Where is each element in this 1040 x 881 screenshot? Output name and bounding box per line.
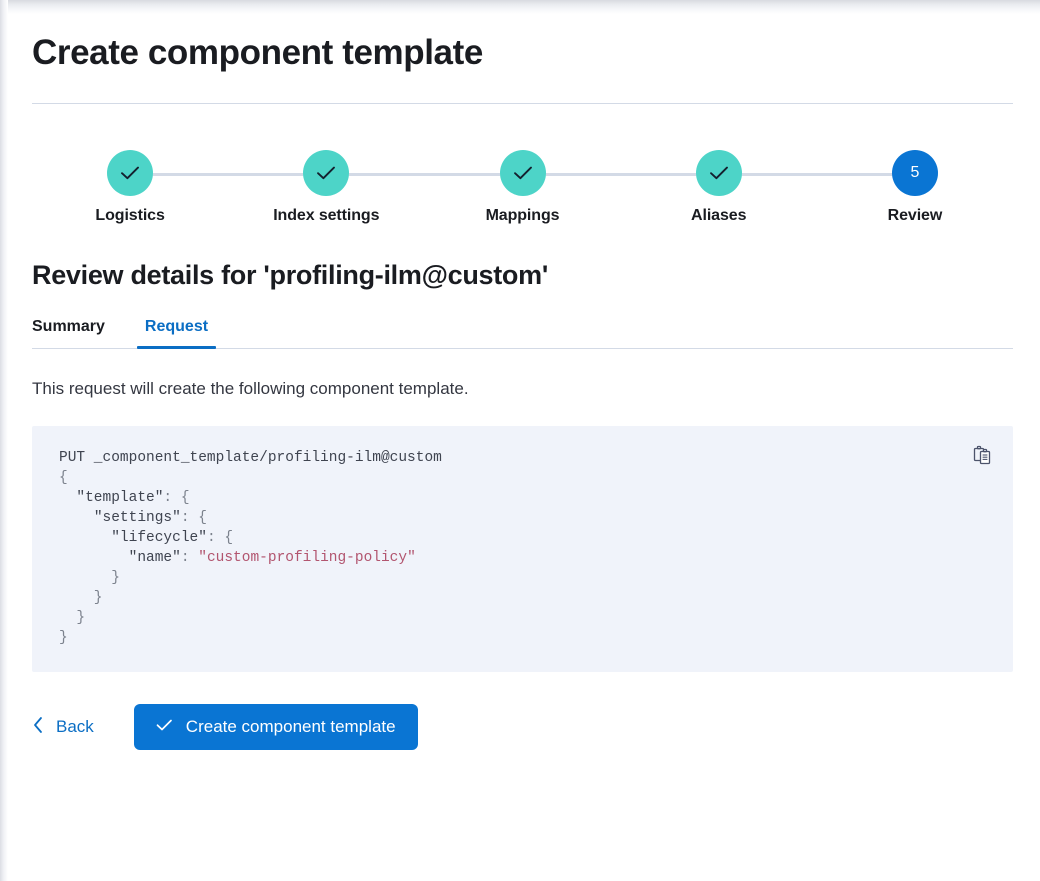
check-icon — [119, 164, 141, 182]
stepper-step-label: Index settings — [273, 207, 380, 224]
stepper-step-label: Review — [887, 207, 943, 224]
tab-request[interactable]: Request — [136, 318, 217, 349]
check-icon — [156, 717, 173, 737]
stepper-step-label: Aliases — [691, 207, 747, 224]
copy-clipboard-icon[interactable] — [967, 439, 999, 471]
stepper-step-label: Logistics — [95, 207, 165, 224]
stepper-step-mappings[interactable]: Mappings — [424, 150, 621, 225]
back-button[interactable]: Back — [32, 708, 94, 747]
stepper-step-label: Mappings — [485, 207, 560, 224]
stepper-connector — [228, 173, 304, 176]
stepper-connector — [816, 173, 892, 176]
request-code-block: PUT _component_template/profiling-ilm@cu… — [32, 426, 1013, 672]
stepper-circle-complete — [499, 150, 546, 196]
stepper-step-index-settings[interactable]: Index settings — [228, 150, 425, 225]
check-icon — [315, 164, 337, 182]
create-component-template-button[interactable]: Create component template — [133, 704, 418, 750]
stepper-connector — [424, 173, 500, 176]
review-heading: Review details for 'profiling-ilm@custom… — [32, 260, 548, 290]
copy-clipboard-icon-glyph — [973, 445, 990, 464]
request-code-text: PUT _component_template/profiling-ilm@cu… — [59, 450, 442, 646]
stepper-connector — [153, 173, 229, 176]
stepper-step-logistics[interactable]: Logistics — [32, 150, 229, 225]
stepper-step-number: 5 — [910, 164, 920, 181]
page-title: Create component template — [32, 33, 483, 72]
request-description: This request will create the following c… — [32, 379, 469, 398]
stepper-circle-complete — [303, 150, 350, 196]
stepper-step-aliases[interactable]: Aliases — [620, 150, 817, 225]
back-button-label: Back — [56, 717, 94, 736]
header-divider — [32, 103, 1013, 104]
tab-summary[interactable]: Summary — [24, 318, 113, 348]
chevron-left-icon — [32, 716, 45, 739]
stepper-connector — [349, 173, 425, 176]
stepper-connector — [620, 173, 696, 176]
check-icon — [708, 164, 730, 182]
stepper-circle-current: 5 — [891, 150, 938, 196]
create-component-template-page: Create component template Logistics Index… — [8, 0, 1040, 881]
stepper-connector — [741, 173, 817, 176]
wizard-footer: Back Create component template — [32, 704, 1016, 750]
check-icon — [512, 164, 534, 182]
stepper-circle-complete — [107, 150, 154, 196]
stepper-circle-complete — [695, 150, 742, 196]
stepper-connector — [545, 173, 621, 176]
create-component-template-button-label: Create component template — [185, 717, 396, 736]
panel-left-shadow — [0, 0, 8, 881]
